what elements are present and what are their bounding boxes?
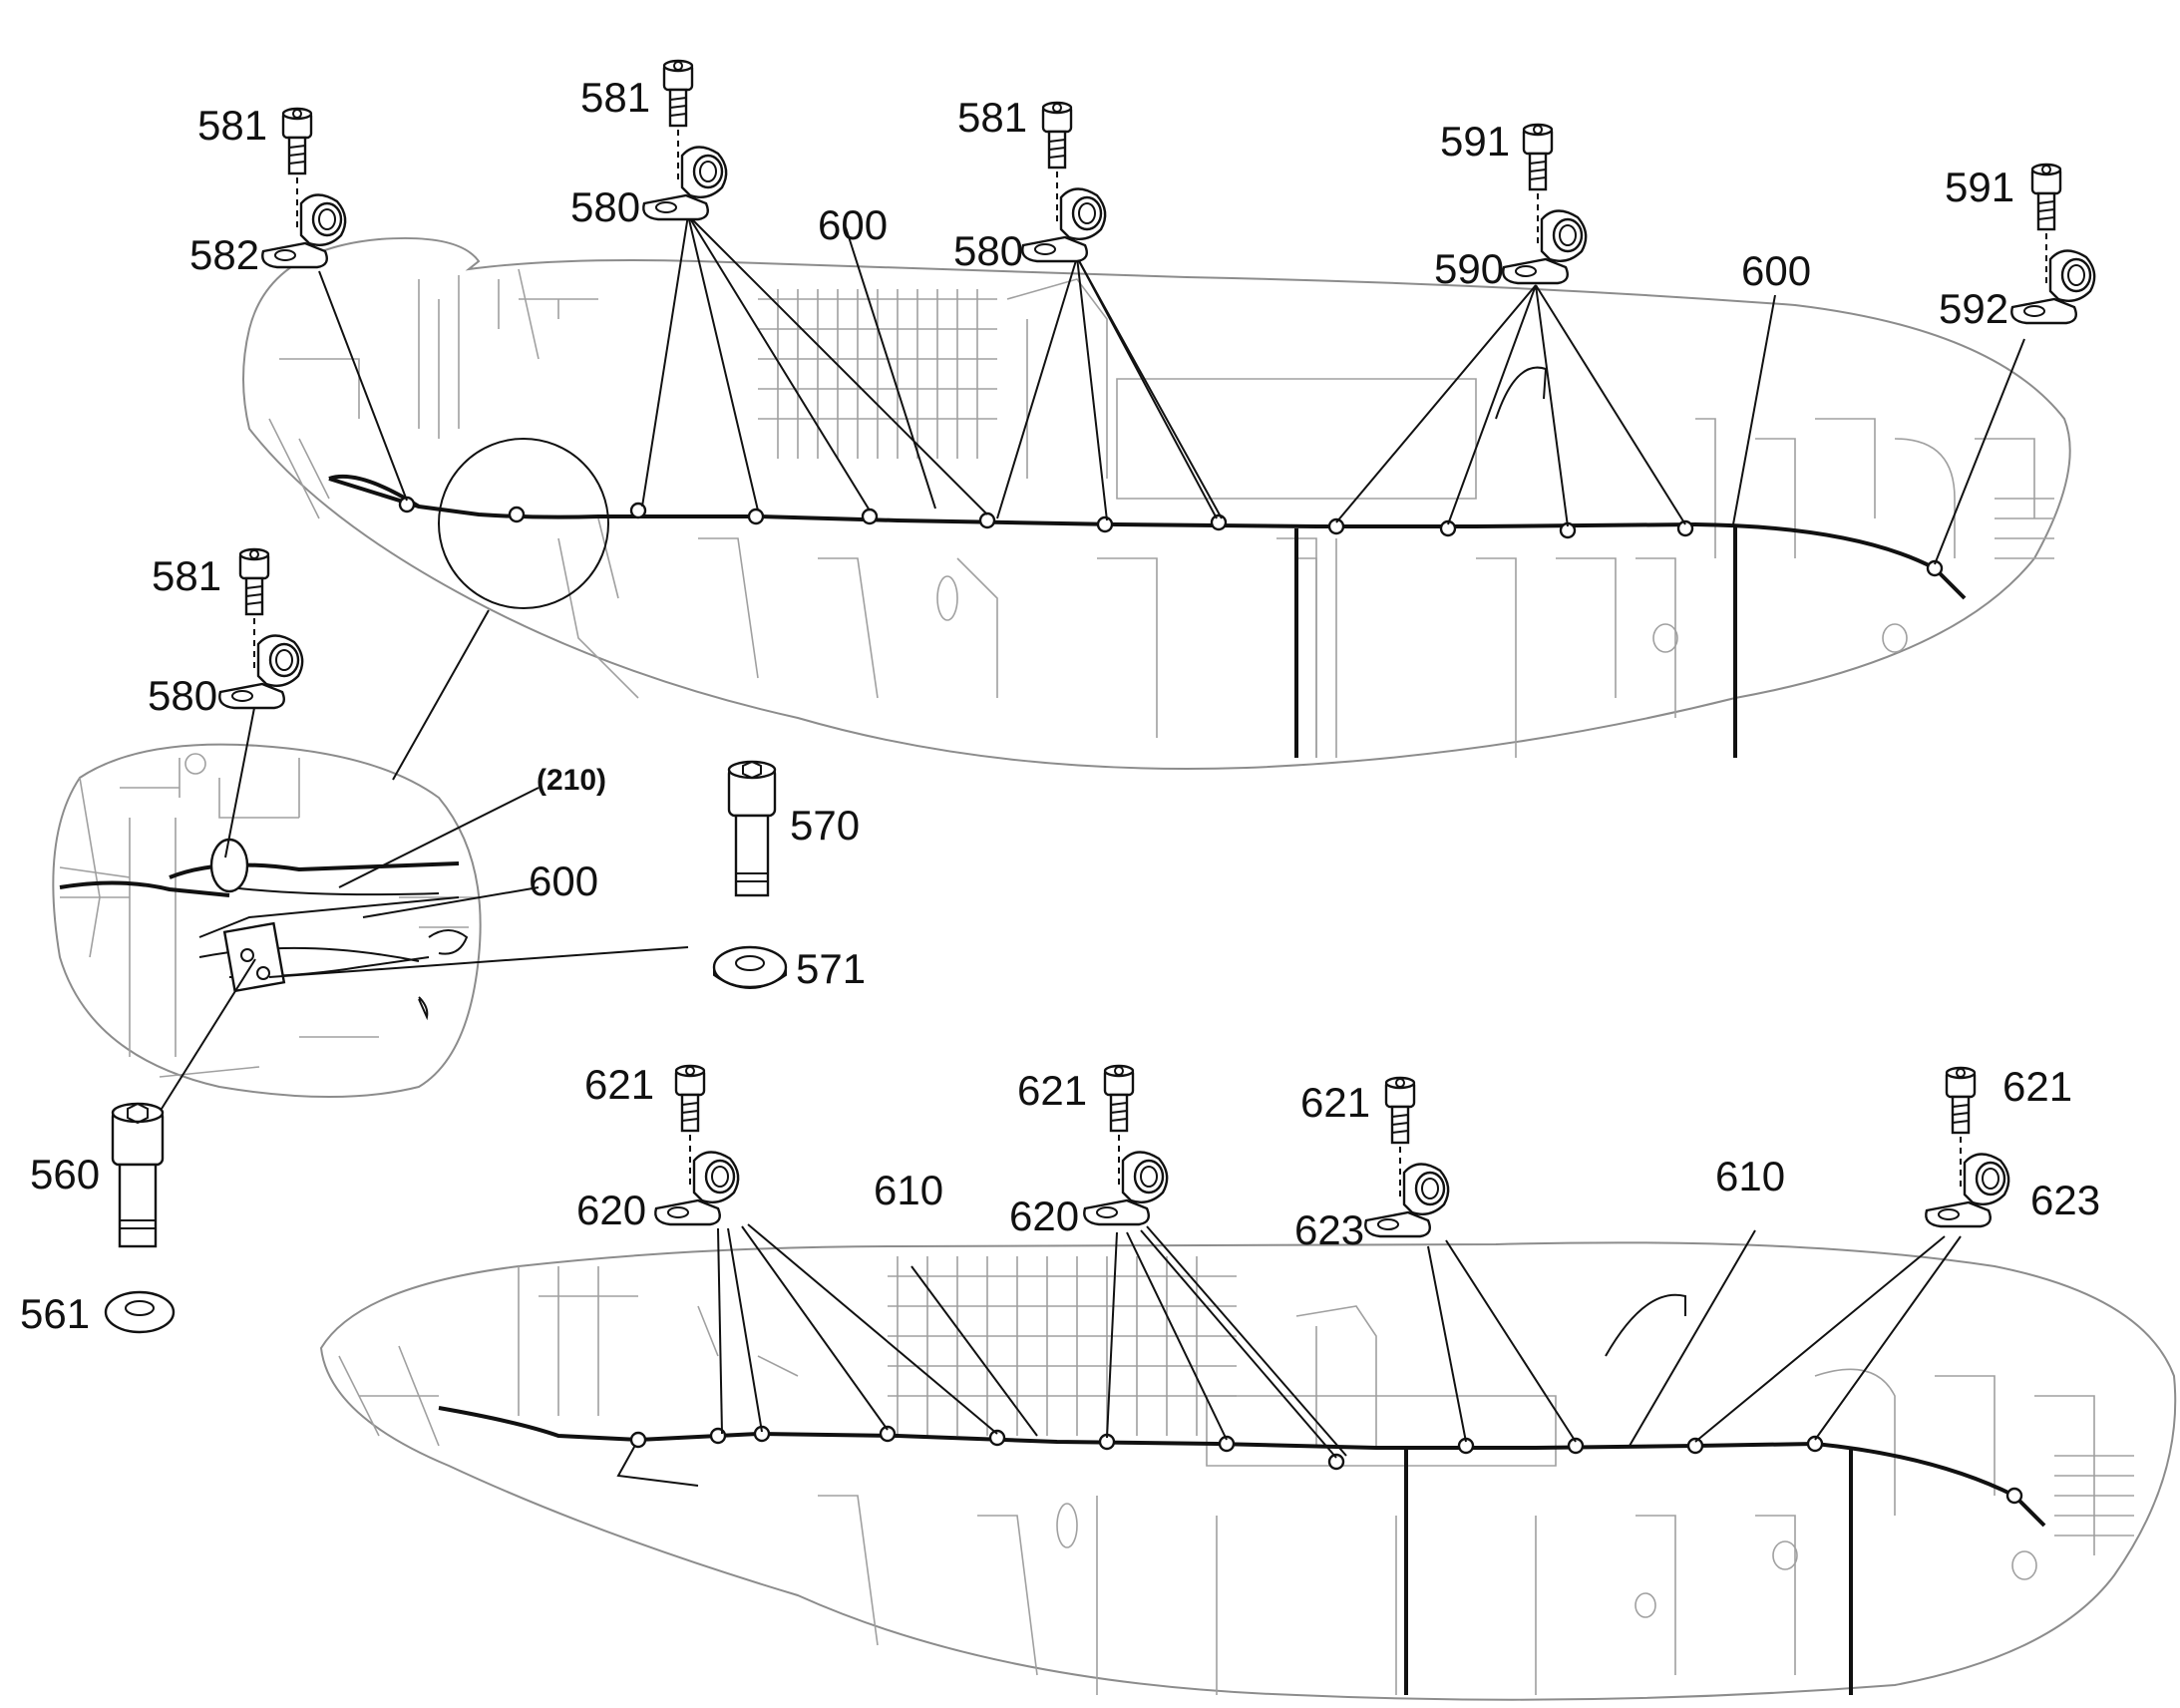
label-621-bottom-c: 621 bbox=[1300, 1079, 1370, 1126]
label-620-bottom-b: 620 bbox=[1009, 1193, 1079, 1239]
top-591-590-assembly bbox=[1503, 125, 1586, 283]
label-561: 561 bbox=[20, 1290, 90, 1337]
label-610-bottom-b: 610 bbox=[1715, 1153, 1785, 1199]
top-581-582-assembly bbox=[262, 109, 345, 267]
label-210-ref: (210) bbox=[537, 764, 606, 797]
bottom-621-620-assembly-2 bbox=[1084, 1066, 1167, 1224]
label-591-top-b: 591 bbox=[1945, 164, 2014, 210]
top-591-592-assembly bbox=[2011, 165, 2094, 323]
label-590-top: 590 bbox=[1434, 245, 1504, 292]
label-581-top-a: 581 bbox=[197, 102, 267, 149]
detail-view bbox=[52, 609, 490, 1098]
top-581-580-assembly-2 bbox=[1022, 103, 1105, 261]
part-561-washer bbox=[104, 1290, 176, 1334]
label-570: 570 bbox=[790, 802, 860, 849]
label-621-bottom-a: 621 bbox=[584, 1061, 654, 1108]
bottom-621-623-assembly-2 bbox=[1926, 1068, 2008, 1226]
left-581-580-assembly bbox=[219, 549, 302, 708]
label-581-left: 581 bbox=[152, 552, 221, 599]
label-621-bottom-b: 621 bbox=[1017, 1067, 1087, 1114]
label-592-top: 592 bbox=[1939, 285, 2008, 332]
label-620-bottom-a: 620 bbox=[576, 1187, 646, 1233]
label-571: 571 bbox=[796, 945, 866, 992]
label-582-top: 582 bbox=[189, 231, 259, 278]
label-581-top-b: 581 bbox=[580, 74, 650, 121]
label-610-bottom-a: 610 bbox=[874, 1167, 943, 1213]
bottom-621-620-assembly-1 bbox=[655, 1066, 738, 1224]
top-frame-view bbox=[242, 236, 2071, 770]
label-600-detail: 600 bbox=[529, 857, 598, 904]
detail-leader-lines bbox=[161, 707, 689, 1110]
bottom-leader-lines bbox=[717, 1223, 1962, 1459]
part-570-cap-screw bbox=[727, 760, 777, 897]
label-581-top-c: 581 bbox=[957, 94, 1027, 141]
label-591-top-a: 591 bbox=[1440, 118, 1510, 165]
bottom-frame-view bbox=[319, 1241, 2177, 1701]
part-560-cap-screw bbox=[111, 1102, 165, 1248]
top-581-580-assembly-1 bbox=[643, 61, 726, 219]
label-580-left: 580 bbox=[148, 672, 217, 719]
label-623-bottom-a: 623 bbox=[1294, 1206, 1364, 1253]
label-600-top-a: 600 bbox=[818, 201, 888, 248]
label-560: 560 bbox=[30, 1151, 100, 1197]
label-580-top-c: 580 bbox=[953, 227, 1023, 274]
top-leader-lines bbox=[318, 214, 2025, 565]
label-621-bottom-d: 621 bbox=[2002, 1063, 2072, 1110]
bottom-621-623-assembly-1 bbox=[1365, 1078, 1448, 1236]
part-571-washer bbox=[712, 945, 788, 989]
label-600-top-b: 600 bbox=[1741, 247, 1811, 294]
label-580-top-b: 580 bbox=[570, 183, 640, 230]
label-623-bottom-b: 623 bbox=[2030, 1177, 2100, 1223]
